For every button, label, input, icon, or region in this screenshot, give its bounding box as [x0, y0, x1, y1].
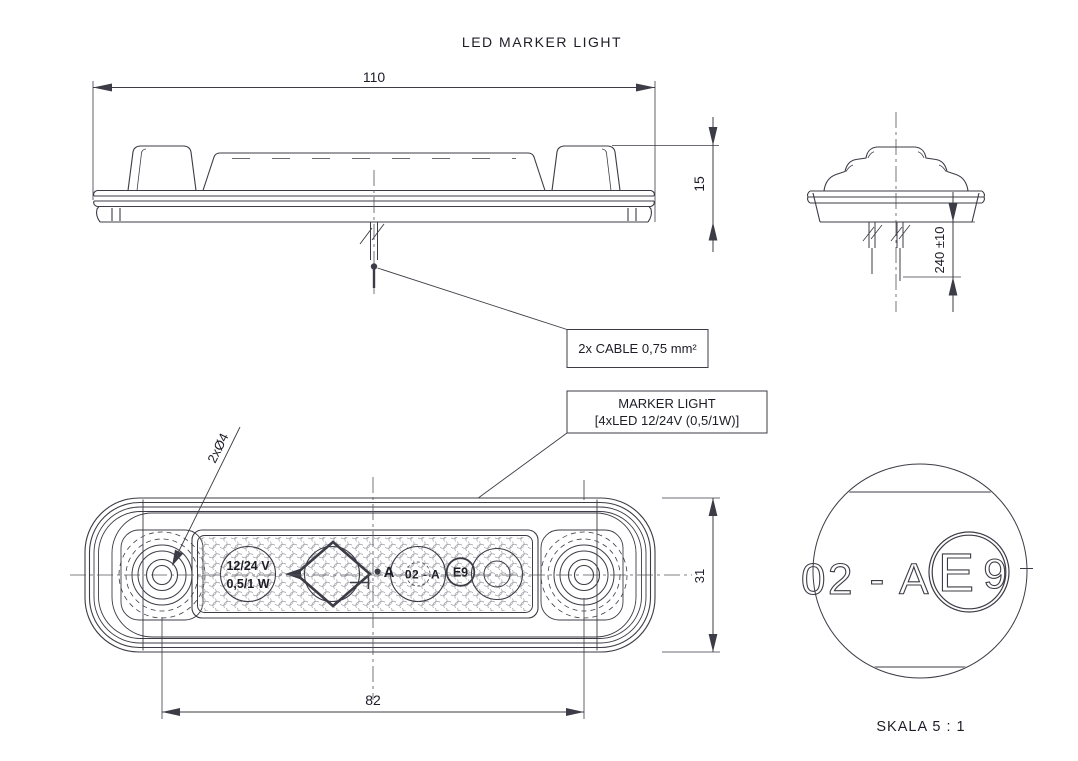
callout-cable: 2x CABLE 0,75 mm² [377, 267, 709, 368]
cable-note-text: 2x CABLE 0,75 mm² [578, 341, 697, 356]
dim-110-label: 110 [363, 69, 386, 85]
leader-dot [374, 568, 381, 575]
side-view-cable [359, 222, 385, 288]
marker-note-line2: [4xLED 12/24V (0,5/1W)] [595, 413, 740, 428]
lens-power-label: 0,5/1 W [226, 577, 269, 591]
lens-e-mark-circle [445, 557, 476, 587]
hole-diameter-label: 2xØ4 [204, 431, 231, 466]
dimension-height-15: 15 [612, 117, 719, 252]
e-mark-ring-inner [931, 534, 1007, 610]
dimension-width-110: 110 [92, 69, 656, 222]
led-4 [470, 547, 524, 601]
side-view: 110 15 [92, 69, 719, 298]
scale-label: SKALA 5 : 1 [876, 719, 965, 735]
dim-240-label: 240 ±10 [932, 227, 947, 274]
diamond-arrow [285, 568, 301, 580]
drawing-title: LED MARKER LIGHT [462, 34, 622, 50]
dimension-height-31: 31 [662, 497, 720, 653]
lens-voltage-label: 12/24 V [226, 559, 270, 573]
led-1 [219, 545, 277, 603]
dim-31-label: 31 [692, 569, 707, 583]
led-3 [389, 545, 447, 603]
end-view-cables [862, 222, 911, 281]
end-view-outline [806, 146, 986, 223]
e-mark-letter: E [938, 543, 974, 603]
e-mark-ring-outer [928, 531, 1010, 613]
dim-15-label: 15 [691, 176, 707, 192]
lens-e-mark: E9 [453, 566, 468, 580]
e-mark-number: 9 [983, 550, 1006, 597]
lens: 12/24 V 0,5/1 W A 02 - A E9 [191, 529, 539, 619]
dimension-holes-82: 82 [162, 692, 584, 716]
marker-note-line1: MARKER LIGHT [618, 396, 716, 411]
dimension-cable-240: 240 ±10 [903, 192, 975, 312]
detail-circle [812, 463, 1028, 679]
cable-note-box [566, 329, 709, 368]
dim-82-label: 82 [365, 692, 381, 708]
lens-letter-a: A [384, 564, 395, 581]
marker-note-box [566, 390, 768, 434]
front-view: 12/24 V 0,5/1 W A 02 - A E9 2xØ4 [70, 426, 720, 719]
lens-type-code: 02 - A [405, 568, 440, 582]
detail-type-code: 02 - A [801, 555, 931, 604]
led-2 [303, 545, 361, 603]
detail-view: 02 - A E 9 SKALA 5 : 1 [800, 463, 1033, 735]
end-view: 240 ±10 [806, 112, 986, 312]
diamond-symbol [294, 540, 372, 608]
